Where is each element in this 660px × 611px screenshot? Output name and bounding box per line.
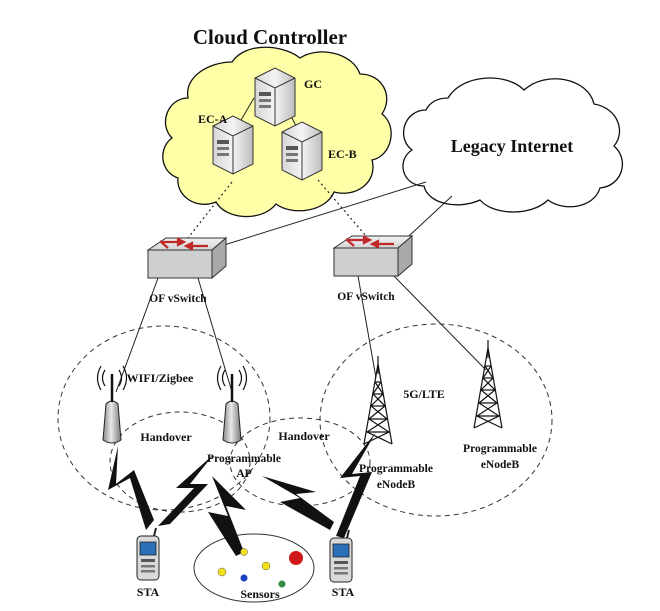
enodeb-left-label-line2: eNodeB [377, 479, 416, 491]
data-plane-links [115, 181, 487, 393]
of-vswitch-left-label: OF vSwitch [149, 293, 207, 305]
sensor-red-dot [289, 551, 303, 565]
sta-right-phone-icon [329, 529, 353, 583]
legacy-internet-cloud [402, 77, 624, 213]
sensor-green-dot [278, 580, 286, 588]
programmable-ap-label-line2: AP [236, 468, 251, 480]
cloud-controller-title: Cloud Controller [193, 25, 347, 49]
wifi-zigbee-label: WIFI/Zigbee [127, 371, 194, 385]
coverage-areas [57, 323, 553, 517]
sensor-field-area [193, 533, 315, 603]
of-vswitch-right-icon [332, 234, 414, 278]
sta-left-phone-icon [136, 527, 160, 581]
cloud-controller-cloud [162, 46, 392, 218]
sta-right-label: STA [332, 585, 355, 599]
enodeb-right-tower-icon [473, 339, 503, 429]
handover-right-label: Handover [278, 429, 330, 443]
ec-b-server-icon [281, 121, 323, 181]
sta-left-label: STA [137, 585, 160, 599]
enodeb-right-label-line1: Programmable [463, 443, 537, 455]
bolt-ap-right-icon [262, 476, 334, 530]
bolt-enodeb-icon [336, 432, 376, 538]
bolt-ap-left-icon [158, 454, 214, 526]
sensor-yellow-dot [217, 567, 227, 577]
handover-left-label: Handover [140, 430, 192, 444]
wireless-link-bolts [108, 432, 376, 556]
sensor-blue-dot [240, 574, 248, 582]
sensor-yellow-dot-2 [240, 548, 248, 556]
sensors-label: Sensors [240, 587, 280, 601]
lte-coverage-area [319, 323, 553, 517]
5g-lte-label: 5G/LTE [403, 387, 445, 401]
programmable-ap-label-line1: Programmable [207, 453, 281, 465]
wifi-ap-left-icon [96, 364, 128, 445]
sensor-yellow-dot-3 [261, 561, 271, 571]
enodeb-left-label-line1: Programmable [359, 463, 433, 475]
sensor-dots [217, 548, 303, 588]
enodeb-left-tower-icon [363, 355, 393, 445]
of-vswitch-right-label: OF vSwitch [337, 291, 395, 303]
ec-a-label: EC-A [198, 112, 228, 126]
programmable-ap-icon [216, 364, 248, 445]
enodeb-right-label-line2: eNodeB [481, 459, 520, 471]
ec-b-label: EC-B [328, 147, 357, 161]
bolt-ap-sensor-icon [208, 476, 246, 556]
gc-server-icon [254, 67, 296, 127]
legacy-internet-label: Legacy Internet [451, 136, 573, 156]
of-vswitch-left-icon [146, 236, 228, 280]
gc-label: GC [304, 77, 322, 91]
bolt-left-icon [108, 446, 154, 530]
wifi-coverage-area [57, 325, 271, 511]
